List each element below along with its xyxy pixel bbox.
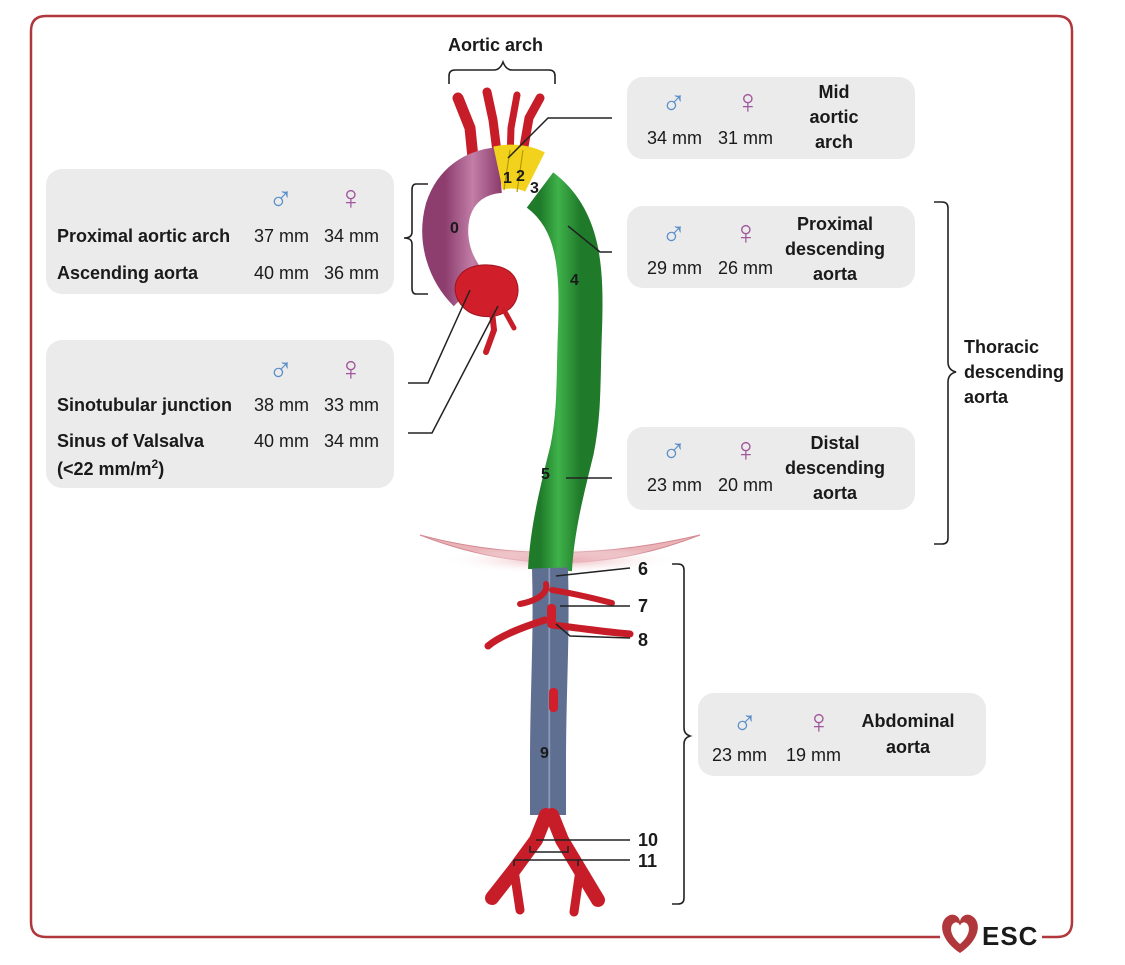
female-symbol: ♀ <box>338 350 364 388</box>
abdominal-female-value: 19 mm <box>786 745 842 765</box>
mid-arch-box: ♂ ♀ 34 mm 31 mm Mid aortic arch <box>627 77 915 159</box>
prox-arch-label: Proximal aortic arch <box>57 226 231 246</box>
leader-lines <box>408 117 631 866</box>
abdominal-male-value: 23 mm <box>712 745 768 765</box>
segment-7: 7 <box>638 596 649 616</box>
sinus-indexed-note: (<22 mm/m2) <box>57 457 164 480</box>
arch-yellow <box>493 144 545 193</box>
female-symbol: ♀ <box>338 179 364 217</box>
prox-arch-female-value: 34 mm <box>324 226 380 246</box>
distal-desc-male-value: 23 mm <box>647 475 703 495</box>
thoracic-label-3: aorta <box>964 387 1009 407</box>
mid-arch-label-1: Mid <box>818 82 850 102</box>
mid-arch-label-2: aortic <box>809 107 859 127</box>
segment-3: 3 <box>530 180 539 197</box>
segment-2: 2 <box>516 168 525 185</box>
esc-heart-logo <box>942 914 978 953</box>
note-superscript: 2 <box>151 457 159 471</box>
abdominal-box: ♂ ♀ 23 mm 19 mm Abdominal aorta <box>698 693 986 776</box>
segment-9: 9 <box>540 745 549 762</box>
prox-arch-male-value: 37 mm <box>254 226 310 246</box>
prox-desc-label-3: aorta <box>812 264 857 284</box>
prox-desc-label-1: Proximal <box>796 214 874 234</box>
female-symbol: ♀ <box>733 214 759 252</box>
male-symbol: ♂ <box>661 214 687 252</box>
female-symbol: ♀ <box>735 83 761 121</box>
abdominal-aorta <box>530 567 569 815</box>
stj-female-value: 33 mm <box>324 395 380 415</box>
abdominal-label-1: Abdominal <box>861 711 955 731</box>
ascending-female-value: 36 mm <box>324 263 380 283</box>
sinus-label: Sinus of Valsalva <box>57 431 205 451</box>
segment-10: 10 <box>638 830 659 850</box>
thoracic-label-1: Thoracic <box>964 337 1040 357</box>
male-symbol: ♂ <box>268 179 294 217</box>
bracket-abdominal <box>672 563 693 905</box>
note-suffix: ) <box>158 459 165 479</box>
ascending-aorta <box>422 147 503 307</box>
stj-label: Sinotubular junction <box>57 395 232 415</box>
esc-logo-text: ESC <box>982 921 1039 951</box>
segment-0: 0 <box>450 220 459 237</box>
segment-4: 4 <box>570 272 579 289</box>
male-symbol: ♂ <box>661 83 687 121</box>
prox-arch-asc-box: ♂ ♀ Proximal aortic arch 37 mm 34 mm Asc… <box>46 169 394 294</box>
stj-male-value: 38 mm <box>254 395 310 415</box>
mid-arch-male-value: 34 mm <box>647 128 703 148</box>
segment-8: 8 <box>638 630 649 650</box>
ascending-male-value: 40 mm <box>254 263 310 283</box>
female-symbol: ♀ <box>806 703 832 741</box>
prox-desc-box: ♂ ♀ 29 mm 26 mm Proximal descending aort… <box>627 206 915 288</box>
segment-11: 11 <box>638 851 658 871</box>
prox-desc-female-value: 26 mm <box>718 258 774 278</box>
sinus-male-value: 40 mm <box>254 431 310 451</box>
aortic-arch-title: Aortic arch <box>448 35 544 55</box>
sinus-female-value: 34 mm <box>324 431 380 451</box>
segment-1: 1 <box>503 170 512 187</box>
iliac-arteries <box>485 808 605 917</box>
mid-arch-label-3: arch <box>814 132 854 152</box>
bracket-left-1 <box>403 183 428 295</box>
stj-sinus-box: ♂ ♀ Sinotubular junction 38 mm 33 mm Sin… <box>46 340 394 488</box>
bracket-thoracic <box>934 201 957 545</box>
segment-5: 5 <box>541 466 550 483</box>
descending-aorta <box>525 172 603 572</box>
distal-desc-female-value: 20 mm <box>718 475 774 495</box>
distal-desc-label-3: aorta <box>812 483 857 503</box>
abdominal-label-2: aorta <box>885 737 930 757</box>
female-symbol: ♀ <box>733 431 759 469</box>
abdominal-branches <box>484 581 634 712</box>
distal-desc-label-1: Distal <box>810 433 860 453</box>
male-symbol: ♂ <box>732 703 758 741</box>
thoracic-label-2: descending <box>964 362 1065 382</box>
distal-desc-label-2: descending <box>784 458 886 478</box>
ascending-label: Ascending aorta <box>57 263 199 283</box>
male-symbol: ♂ <box>661 431 687 469</box>
male-symbol: ♂ <box>268 350 294 388</box>
arch-bracket <box>448 59 556 84</box>
aortic-root <box>454 264 519 317</box>
distal-desc-box: ♂ ♀ 23 mm 20 mm Distal descending aorta <box>627 427 915 510</box>
note-prefix: (<22 mm/m <box>57 459 152 479</box>
prox-desc-label-2: descending <box>784 239 886 259</box>
frame <box>29 14 1074 939</box>
mid-arch-female-value: 31 mm <box>718 128 774 148</box>
segment-6: 6 <box>638 559 649 579</box>
prox-desc-male-value: 29 mm <box>647 258 703 278</box>
